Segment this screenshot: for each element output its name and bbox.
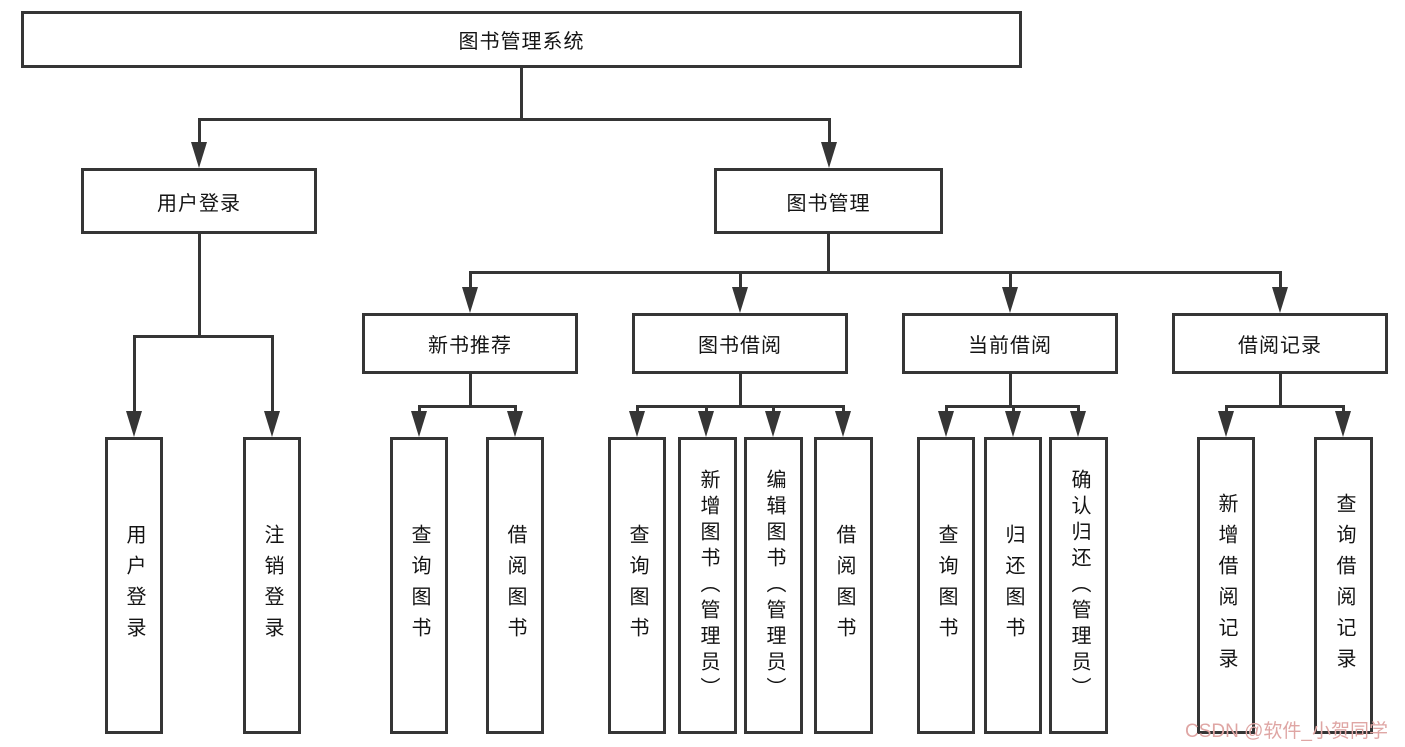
arrow-down-icon <box>191 142 207 168</box>
leaf-label: 归还图书 <box>1002 523 1024 648</box>
arrow-down-icon <box>629 411 645 437</box>
connector-book-mgmt-stem <box>827 234 830 274</box>
connector-root-stem <box>520 68 523 121</box>
connector-drop <box>842 405 845 415</box>
arrow-down-icon <box>938 411 954 437</box>
node-root-label: 图书管理系统 <box>458 31 585 53</box>
arrow-down-icon <box>1005 411 1021 437</box>
node-book-mgmt-label: 图书管理 <box>786 192 871 215</box>
connector-user-login-rail <box>133 335 274 338</box>
arrow-down-icon <box>1335 411 1351 437</box>
arrow-down-icon <box>835 411 851 437</box>
node-leaf-current-return: 归还图书 <box>984 437 1042 734</box>
arrow-down-icon <box>1002 287 1018 313</box>
leaf-label: 借阅图书 <box>504 523 526 648</box>
node-leaf-newbook-borrow: 借阅图书 <box>486 437 544 734</box>
connector-root-rail <box>198 118 831 121</box>
connector-drop <box>1342 405 1345 415</box>
leaf-label: 确认归还（管理员） <box>1068 468 1090 703</box>
connector-drop-user-login <box>198 118 201 146</box>
leaf-label: 新增图书（管理员） <box>697 468 719 703</box>
connector-drop <box>945 405 948 415</box>
connector-drop-borrow-records <box>1279 271 1282 291</box>
connector-drop-book-mgmt <box>828 118 831 146</box>
arrow-down-icon <box>765 411 781 437</box>
node-leaf-current-confirm-admin: 确认归还（管理员） <box>1049 437 1108 734</box>
connector-drop <box>514 405 517 415</box>
node-leaf-borrow-edit-admin: 编辑图书（管理员） <box>744 437 803 734</box>
node-book-borrow: 图书借阅 <box>632 313 848 374</box>
node-leaf-borrow-query: 查询图书 <box>608 437 666 734</box>
arrow-down-icon <box>1070 411 1086 437</box>
node-current-borrow: 当前借阅 <box>902 313 1118 374</box>
connector-book-borrow-stem <box>739 374 742 408</box>
connector-drop <box>1225 405 1228 415</box>
csdn-watermark: CSDN @软件_小贺同学 <box>1185 721 1388 742</box>
leaf-label: 查询借阅记录 <box>1333 492 1355 679</box>
leaf-label: 编辑图书（管理员） <box>763 468 785 703</box>
node-root-system: 图书管理系统 <box>21 11 1022 68</box>
node-leaf-borrow-borrow: 借阅图书 <box>814 437 873 734</box>
connector-drop <box>418 405 421 415</box>
connector-borrow-records-stem <box>1279 374 1282 408</box>
arrow-down-icon <box>126 411 142 437</box>
leaf-label: 新增借阅记录 <box>1215 492 1237 679</box>
node-borrow-records: 借阅记录 <box>1172 313 1388 374</box>
connector-new-book-stem <box>469 374 472 408</box>
connector-drop-current-borrow <box>1009 271 1012 291</box>
node-borrow-records-label: 借阅记录 <box>1238 335 1322 357</box>
node-leaf-borrow-add-admin: 新增图书（管理员） <box>678 437 737 734</box>
arrow-down-icon <box>462 287 478 313</box>
arrow-down-icon <box>821 142 837 168</box>
connector-drop <box>772 405 775 415</box>
node-new-book: 新书推荐 <box>362 313 578 374</box>
node-book-borrow-label: 图书借阅 <box>698 335 782 357</box>
connector-drop <box>1012 405 1015 415</box>
node-leaf-newbook-query: 查询图书 <box>390 437 448 734</box>
arrow-down-icon <box>1218 411 1234 437</box>
node-leaf-logout: 注销登录 <box>243 437 301 734</box>
connector-drop-leaf-logout <box>271 335 274 413</box>
node-leaf-records-add: 新增借阅记录 <box>1197 437 1255 734</box>
connector-user-login-stem <box>198 234 201 338</box>
leaf-label: 注销登录 <box>261 523 283 648</box>
leaf-label: 查询图书 <box>626 523 648 648</box>
node-book-mgmt: 图书管理 <box>714 168 943 234</box>
node-current-borrow-label: 当前借阅 <box>968 335 1052 357</box>
leaf-label: 借阅图书 <box>833 523 855 648</box>
node-leaf-records-query: 查询借阅记录 <box>1314 437 1373 734</box>
arrow-down-icon <box>264 411 280 437</box>
leaf-label: 查询图书 <box>935 523 957 648</box>
node-leaf-current-query: 查询图书 <box>917 437 975 734</box>
leaf-label: 用户登录 <box>123 523 145 648</box>
arrow-down-icon <box>507 411 523 437</box>
connector-drop-new-book <box>469 271 472 291</box>
node-user-login-label: 用户登录 <box>157 192 241 215</box>
arrow-down-icon <box>411 411 427 437</box>
connector-drop <box>636 405 639 415</box>
connector-drop-leaf-user-login <box>133 335 136 413</box>
connector-drop <box>1077 405 1080 415</box>
connector-borrow-records-rail <box>1225 405 1345 408</box>
connector-drop <box>705 405 708 415</box>
arrow-down-icon <box>732 287 748 313</box>
leaf-label: 查询图书 <box>408 523 430 648</box>
arrow-down-icon <box>698 411 714 437</box>
node-new-book-label: 新书推荐 <box>428 335 512 357</box>
node-leaf-user-login: 用户登录 <box>105 437 163 734</box>
connector-book-mgmt-rail <box>469 271 1282 274</box>
connector-current-borrow-stem <box>1009 374 1012 408</box>
connector-book-borrow-rail <box>636 405 845 408</box>
connector-drop-book-borrow <box>739 271 742 291</box>
node-user-login: 用户登录 <box>81 168 317 234</box>
connector-new-book-rail <box>418 405 517 408</box>
arrow-down-icon <box>1272 287 1288 313</box>
